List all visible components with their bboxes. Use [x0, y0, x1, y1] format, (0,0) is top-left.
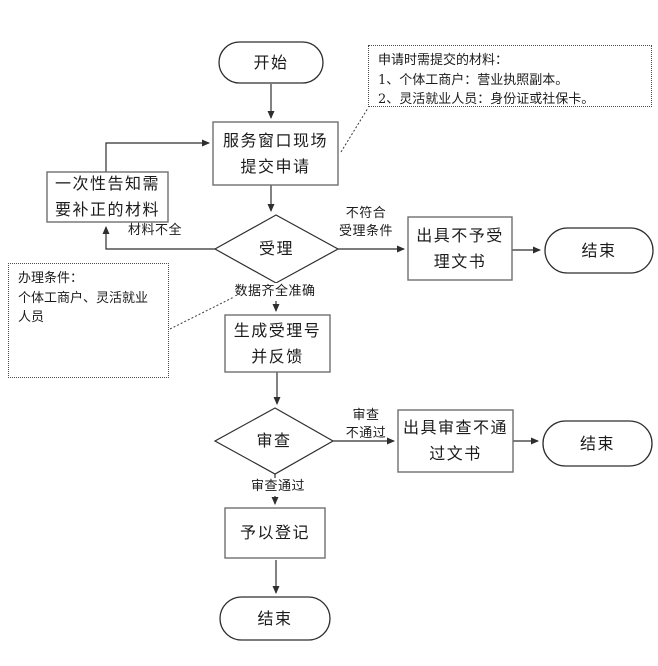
end-terminal-2 [542, 420, 653, 467]
end-terminal-3 [219, 596, 331, 641]
end-terminal-1 [544, 227, 654, 274]
review-diamond [213, 407, 335, 475]
edge-accept-to-notify [102, 226, 215, 250]
note-materials-item-2: 2、灵活就业人员：身份证或社保卡。 [378, 92, 595, 107]
start-terminal [218, 41, 324, 84]
rejection-doc-box [407, 216, 513, 281]
submit-box [212, 121, 339, 186]
note-conditions-title: 办理条件： [18, 271, 84, 286]
note-processing-conditions: 办理条件： 个体工商户、灵活就业人员 [8, 263, 169, 378]
note-conditions-body: 个体工商户、灵活就业人员 [18, 290, 149, 326]
register-box [224, 507, 326, 559]
connector-materials-note [340, 107, 369, 153]
accept-diamond [213, 214, 340, 284]
note-materials-title: 申请时需提交的材料： [378, 53, 509, 68]
generate-number-box [224, 314, 331, 373]
connector-conditions-note [169, 293, 241, 330]
note-materials-item-1: 1、个体工商户：营业执照副本。 [378, 72, 569, 88]
review-fail-doc-box [397, 409, 514, 473]
note-required-materials: 申请时需提交的材料： 1、个体工商户：营业执照副本。 2、灵活就业人员：身份证或… [368, 45, 652, 107]
notify-correction-box [46, 171, 169, 223]
edge-notify-to-submit [105, 139, 210, 172]
